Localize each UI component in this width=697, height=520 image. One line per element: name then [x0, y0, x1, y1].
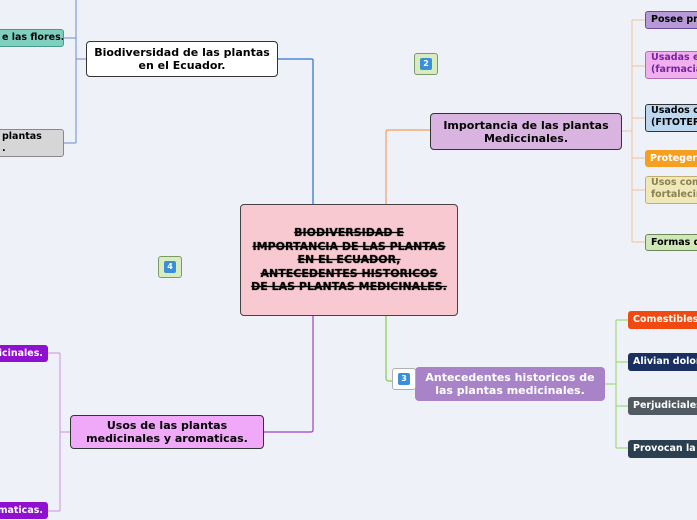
subtopic-medicinales[interactable]: icinales. — [0, 345, 48, 362]
connector-central-biodiversidad — [278, 58, 314, 204]
connector-importancia-children — [621, 19, 645, 243]
subtopic-posee-label: Posee pro — [651, 14, 697, 25]
subtopic-posee[interactable]: Posee pro — [645, 11, 697, 29]
subtopic-usados[interactable]: Usados co (FITOTER — [645, 104, 697, 132]
subtopic-provocan[interactable]: Provocan la r — [628, 440, 697, 458]
badge-4[interactable]: 4 — [158, 256, 182, 278]
subtopic-usados-label-2: (FITOTER — [651, 117, 697, 128]
subtopic-aromaticas-label: maticas. — [0, 504, 43, 516]
connector-biodiversidad-children — [64, 0, 86, 144]
subtopic-proteger[interactable]: Proteger l — [645, 150, 697, 167]
central-topic[interactable]: BIODIVERSIDAD E IMPORTANCIA DE LAS PLANT… — [240, 204, 458, 316]
subtopic-perjudiciales-label: Perjudiciales — [633, 400, 697, 411]
topic-usos-label: Usos de las plantas medicinales y aromat… — [86, 419, 248, 445]
subtopic-comestibles[interactable]: Comestibles. — [628, 311, 697, 329]
subtopic-formas-label: Formas de — [651, 236, 697, 248]
topic-usos[interactable]: Usos de las plantas medicinales y aromat… — [70, 415, 264, 449]
subtopic-usadas-label-2: (farmacia — [651, 64, 697, 75]
topic-antecedentes-label: Antecedentes historicos de las plantas m… — [425, 371, 595, 397]
connector-central-antecedentes — [385, 316, 416, 382]
topic-biodiversidad-label: Biodiversidad de las plantas en el Ecuad… — [94, 46, 270, 72]
number-4-icon: 4 — [164, 261, 176, 273]
subtopic-usos-com-label-1: Usos com — [651, 177, 697, 188]
subtopic-aromaticas[interactable]: maticas. — [0, 502, 48, 519]
connector-central-importancia — [385, 129, 431, 204]
central-topic-label: BIODIVERSIDAD E IMPORTANCIA DE LAS PLANT… — [251, 226, 447, 294]
subtopic-flores[interactable]: e las flores. — [0, 29, 64, 47]
number-3-icon: 3 — [398, 373, 410, 385]
subtopic-formas[interactable]: Formas de — [645, 234, 697, 251]
subtopic-medicinales-label: icinales. — [0, 347, 43, 359]
badge-3[interactable]: 3 — [392, 368, 416, 390]
topic-antecedentes[interactable]: Antecedentes historicos de las plantas m… — [415, 367, 605, 401]
subtopic-perjudiciales[interactable]: Perjudiciales — [628, 397, 697, 415]
subtopic-usadas-label-1: Usadas en — [651, 52, 697, 63]
number-2-icon: 2 — [420, 58, 432, 70]
subtopic-alivian[interactable]: Alivian dolor — [628, 353, 697, 371]
subtopic-usos-com[interactable]: Usos com fortalecim — [645, 176, 697, 204]
subtopic-comestibles-label: Comestibles. — [633, 314, 697, 325]
connector-central-usos — [264, 316, 314, 433]
topic-importancia-label: Importancia de las plantas Mediccinales. — [443, 118, 609, 145]
subtopic-plantas-label-2: . — [2, 143, 6, 154]
badge-2[interactable]: 2 — [414, 53, 438, 75]
subtopic-proteger-label: Proteger l — [650, 152, 697, 164]
subtopic-alivian-label: Alivian dolor — [633, 356, 697, 367]
subtopic-usos-com-label-2: fortalecim — [651, 189, 697, 200]
subtopic-plantas[interactable]: plantas . — [0, 129, 64, 157]
connector-antecedentes-children — [604, 319, 628, 449]
subtopic-provocan-label: Provocan la r — [633, 443, 697, 454]
topic-importancia[interactable]: Importancia de las plantas Mediccinales. — [430, 113, 622, 150]
subtopic-usadas[interactable]: Usadas en (farmacia — [645, 51, 697, 79]
subtopic-plantas-label-1: plantas — [2, 131, 42, 142]
connector-usos-children — [48, 352, 71, 512]
subtopic-flores-label: e las flores. — [2, 32, 64, 43]
subtopic-usados-label-1: Usados co — [651, 105, 697, 116]
topic-biodiversidad[interactable]: Biodiversidad de las plantas en el Ecuad… — [86, 41, 278, 77]
